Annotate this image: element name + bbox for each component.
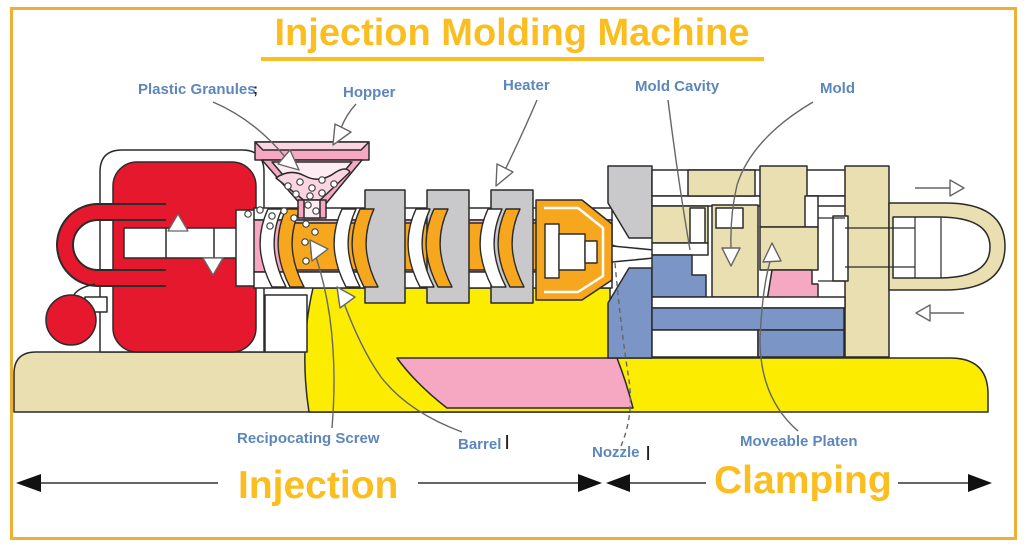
molten-pool-pink [396,357,634,409]
mold-cavity-slot [689,207,706,244]
injection-arrow-left-icon [16,474,41,492]
leader-arrowhead [721,247,741,267]
stray-mark: ; [253,81,258,98]
divider-arrow-left-icon [606,474,630,492]
ejector-bar-blue [651,307,845,331]
nozzle-inner-outline [544,206,605,294]
leader-screw [315,256,335,429]
hopper-assembly [254,141,370,219]
stray-mark: | [646,444,651,461]
leader-nozzle [614,262,632,447]
arrow-up-icon [167,213,189,232]
divider-arrow-right-icon [578,474,602,492]
label-mold-cavity: Mold Cavity [635,78,720,95]
leader-arrowhead [309,239,329,262]
label-mold: Mold [820,80,855,97]
arrow-left-icon [915,304,931,322]
page-title: Injection Molding Machine [260,12,764,61]
label-plastic-granules: Plastic Granules [138,81,256,98]
leader-mold [730,101,814,249]
tie-bar-window [832,215,849,282]
clamp-block-blue [757,329,845,358]
leader-lines [212,99,814,447]
section-clamping: Clamping [714,459,892,502]
label-reciprocating-screw: Recipocating Screw [237,430,380,447]
leader-mold-cavity [667,99,691,251]
section-injection: Injection [238,464,399,507]
leader-moveable-platen [759,257,799,432]
diagram-title-wrap: Injection Molding Machine [0,12,1024,61]
stationary-platen-top [607,165,653,239]
leader-arrowhead [277,149,300,171]
leader-arrowhead [336,286,356,309]
mold-blue-insert-left [651,254,707,298]
piston-shaft [123,227,247,259]
granules-in-barrel [244,206,319,265]
hydraulic-u-pipe [58,205,166,285]
nozzle-valve-bolt [544,223,598,279]
leader-heater [504,99,538,171]
label-hopper: Hopper [343,84,396,101]
stray-mark: | [505,433,510,450]
label-heater: Heater [503,77,550,94]
mold-cavity-notch [715,207,744,229]
leader-plastic-granules [212,101,287,159]
hydraulic-pump-ball [45,294,97,346]
moveable-platen-column [844,165,890,358]
clamping-arrow-right-icon [968,474,992,492]
arrow-right-icon [949,179,965,197]
mold-back-block [759,165,808,228]
label-moveable-platen: Moveable Platen [740,433,858,450]
label-nozzle: Nozzle [592,444,640,461]
leader-arrowhead [762,242,782,263]
sprue-channel [611,245,655,263]
leader-arrowhead [332,123,352,146]
base-support-block [264,294,308,353]
stationary-platen-bottom [607,267,653,359]
screw-flights [259,208,571,288]
leader-barrel [340,294,463,433]
platen-motion-arrows [915,179,965,322]
leader-arrowhead [495,163,514,187]
arrow-down-icon [202,257,224,276]
phase-divider [16,474,992,492]
label-barrel: Barrel [458,436,502,453]
